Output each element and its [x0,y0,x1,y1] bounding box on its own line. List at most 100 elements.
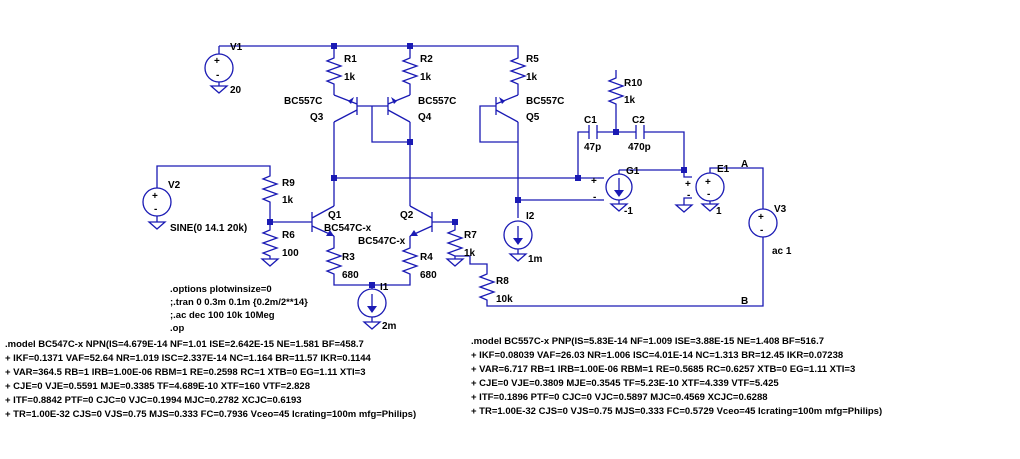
net-label-b: B [741,296,748,307]
resistor-R3[interactable]: R3 680 [325,244,359,282]
g1-plus-sign: + [591,176,597,187]
q4-model: BC557C [418,96,456,107]
controlled-current-source-G1[interactable]: + - G1 -1 [591,166,640,217]
r10-value: 1k [624,95,636,106]
c2-name: C2 [632,115,645,126]
r3-value: 680 [342,270,359,281]
v3-minus-sign: - [760,225,763,236]
spice-directives[interactable]: .options plotwinsize=0 ;.tran 0 0.3m 0.1… [170,284,308,334]
model-line: + VAR=364.5 RB=1 IRB=1.00E-06 RBM=1 RE=0… [5,367,366,378]
transistor-Q2[interactable]: Q2 BC547C-x [358,198,433,247]
e1-value: 1 [716,206,722,217]
q4-name: Q4 [418,112,432,123]
q3-name: Q3 [310,112,324,123]
model-line: + IKF=0.1371 VAF=52.64 NR=1.019 ISC=2.33… [5,353,372,364]
model-line: + CJE=0 VJE=0.3809 MJE=0.3545 TF=5.23E-1… [471,378,779,389]
resistor-R1[interactable]: R1 1k [325,54,357,86]
e1-inner-minus: - [707,189,710,200]
q5-name: Q5 [526,112,540,123]
r4-value: 680 [420,270,437,281]
r8-name: R8 [496,276,509,287]
i2-name: I2 [526,211,535,222]
model-line: .model BC547C-x NPN(IS=4.679E-14 NF=1.01… [5,339,364,350]
r7-name: R7 [464,230,477,241]
v2-minus-sign: - [154,204,157,215]
model-line: + ITF=0.8842 PTF=0 CJC=0 VJC=0.1994 MJC=… [5,395,302,406]
v1-value: 20 [230,85,242,96]
c1-value: 47p [584,142,601,153]
r3-name: R3 [342,252,355,263]
model-line: .model BC557C-x PNP(IS=5.83E-14 NF=1.009… [471,336,824,347]
voltage-source-V3[interactable]: + - V3 ac 1 [748,204,792,257]
r7-value: 1k [464,248,476,259]
r1-name: R1 [344,54,357,65]
r2-name: R2 [420,54,433,65]
v2-plus-sign: + [152,191,158,202]
junction-dots [267,43,687,288]
r5-name: R5 [526,54,539,65]
q2-name: Q2 [400,210,414,221]
v3-name: V3 [774,204,787,215]
directive-line: .op [170,323,184,334]
model-line: + TR=1.00E-32 CJS=0 VJS=0.75 MJS=0.333 F… [5,409,416,420]
model-line: + ITF=0.1896 PTF=0 CJC=0 VJC=0.5897 MJC=… [471,392,768,403]
transistor-Q5[interactable]: BC557C Q5 [495,94,564,134]
c1-name: C1 [584,115,597,126]
resistor-R9[interactable]: R9 1k [261,172,295,206]
current-source-I2[interactable]: I2 1m [503,211,543,265]
resistor-R6[interactable]: R6 100 [261,226,299,259]
ground-symbols [147,85,720,330]
g1-minus-sign: - [593,192,596,203]
v2-name: V2 [168,180,181,191]
e1-name: E1 [717,164,730,175]
net-label-a: A [741,159,748,170]
resistor-R5[interactable]: R5 1k [509,54,539,86]
v1-minus-sign: - [216,70,219,81]
g1-name: G1 [626,166,640,177]
capacitor-C2[interactable]: C2 470p [628,115,651,153]
model-card-pnp[interactable]: .model BC557C-x PNP(IS=5.83E-14 NF=1.009… [471,336,882,417]
directive-line: ;.tran 0 0.3m 0.1m {0.2m/2**14} [170,297,308,308]
transistor-Q3[interactable]: BC557C Q3 [284,94,358,134]
v1-plus-sign: + [214,56,220,67]
i1-name: I1 [380,282,389,293]
resistor-R2[interactable]: R2 1k [401,54,433,86]
v2-value: SINE(0 14.1 20k) [170,223,247,234]
model-card-npn[interactable]: .model BC547C-x NPN(IS=4.679E-14 NF=1.01… [5,339,416,420]
model-line: + TR=1.00E-32 CJS=0 VJS=0.75 MJS=0.333 F… [471,406,882,417]
resistor-R8[interactable]: R8 10k [478,270,513,305]
controlled-voltage-source-E1[interactable]: + - + - E1 1 [685,164,730,217]
c2-value: 470p [628,142,651,153]
r6-name: R6 [282,230,295,241]
capacitor-C1[interactable]: C1 47p [584,115,601,153]
directive-line: ;.ac dec 100 10k 10Meg [170,310,275,321]
model-line: + IKF=0.08039 VAF=26.03 NR=1.006 ISC=4.0… [471,350,843,361]
voltage-source-V2[interactable]: + - V2 SINE(0 14.1 20k) [142,170,247,234]
q1-model: BC547C-x [324,223,372,234]
r6-value: 100 [282,248,299,259]
voltage-source-V1[interactable]: + - V1 20 [204,42,243,96]
wires [156,45,764,307]
v3-value: ac 1 [772,246,792,257]
r10-name: R10 [624,78,643,89]
r8-value: 10k [496,294,513,305]
e1-plus-sign: + [685,179,691,190]
resistor-R4[interactable]: R4 680 [401,244,437,282]
model-line: + VAR=6.717 RB=1 IRB=1.00E-06 RBM=1 RE=0… [471,364,855,375]
transistor-Q1[interactable]: Q1 BC547C-x [311,198,372,237]
q2-model: BC547C-x [358,236,406,247]
v3-plus-sign: + [758,212,764,223]
r5-value: 1k [526,72,538,83]
i2-value: 1m [528,254,543,265]
resistor-R7[interactable]: R7 1k [446,226,477,259]
r1-value: 1k [344,72,356,83]
g1-value: -1 [624,206,633,217]
transistor-Q4[interactable]: BC557C Q4 [387,94,456,134]
resistor-R10[interactable]: R10 1k [607,74,643,107]
model-line: + CJE=0 VJE=0.5591 MJE=0.3385 TF=4.689E-… [5,381,310,392]
r9-name: R9 [282,178,295,189]
current-source-I1[interactable]: I1 2m [357,282,397,332]
i1-value: 2m [382,321,397,332]
e1-inner-plus: + [705,177,711,188]
